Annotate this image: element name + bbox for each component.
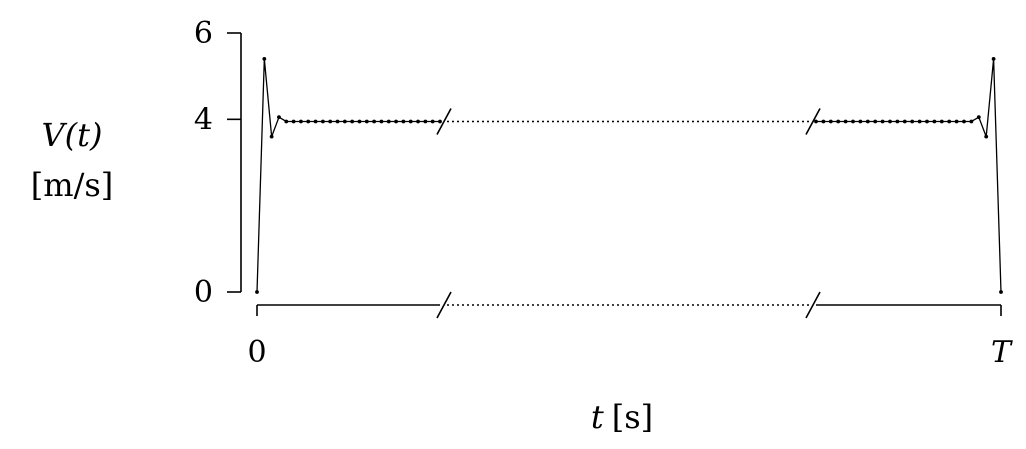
y-axis: [227, 32, 242, 293]
data-point-start-22: [416, 119, 420, 124]
data-point-end-6: [858, 119, 863, 124]
data-point-start-13: [350, 119, 355, 124]
data-point-start-7: [306, 119, 311, 124]
data-point-end-12: [902, 119, 907, 124]
data-point-start-23: [423, 119, 428, 124]
y-axis-unit: [m/s]: [31, 166, 114, 204]
data-point-end-13: [910, 119, 915, 124]
data-point-start-14: [357, 119, 362, 124]
data-point-end-19: [954, 119, 959, 124]
data-point-end-1: [821, 119, 826, 124]
y-tick-label-0: 0: [194, 275, 213, 310]
data-point-start-6: [299, 119, 303, 124]
data-point-end-20: [962, 119, 966, 124]
data-point-start-3: [277, 115, 281, 120]
x-tick-label-start: 0: [247, 335, 266, 370]
series-break-mark-left: [436, 108, 452, 135]
data-point-start-15: [364, 119, 369, 124]
data-point-end-18: [947, 119, 952, 124]
data-point-end-11: [895, 119, 900, 124]
data-point-start-25: [438, 119, 442, 124]
data-point-end-0: [814, 119, 818, 124]
x-axis-label-unit: [s]: [612, 398, 653, 436]
data-point-end-8: [873, 119, 878, 124]
x-axis-break-mark-left: [436, 291, 452, 319]
data-point-end-10: [888, 119, 892, 124]
data-point-end-25: [999, 290, 1003, 294]
data-point-start-8: [313, 119, 318, 124]
series-v: [255, 57, 1003, 294]
data-point-end-4: [843, 119, 848, 124]
data-point-start-21: [408, 119, 413, 124]
data-point-start-17: [379, 119, 384, 124]
data-point-end-16: [932, 119, 937, 124]
data-point-end-5: [851, 119, 855, 124]
data-point-start-0: [255, 290, 259, 294]
data-point-start-18: [386, 119, 391, 124]
y-axis-label: V(t): [42, 116, 103, 154]
data-point-end-14: [917, 119, 922, 124]
y-axis-label-main: V(t): [42, 116, 103, 154]
data-point-start-16: [372, 119, 377, 124]
data-point-end-17: [939, 119, 944, 124]
data-point-end-15: [925, 119, 929, 124]
data-point-start-24: [430, 119, 435, 124]
data-point-end-3: [836, 119, 841, 124]
data-point-start-10: [328, 119, 333, 124]
x-axis-label: t[s]: [591, 398, 653, 436]
series-break-mark-right: [805, 108, 821, 135]
data-point-start-1: [262, 57, 267, 61]
y-tick-label-6: 6: [194, 16, 213, 51]
data-point-end-2: [828, 119, 833, 124]
x-axis-label-var: t: [591, 398, 604, 436]
data-point-start-12: [342, 119, 347, 124]
x-axis: [256, 291, 1002, 319]
data-point-end-23: [984, 134, 989, 139]
data-point-end-21: [969, 119, 974, 124]
data-point-end-9: [880, 119, 885, 124]
data-point-start-4: [284, 119, 289, 124]
data-point-start-20: [401, 119, 406, 124]
data-point-end-7: [865, 119, 870, 124]
data-point-end-22: [976, 115, 981, 120]
x-axis-break-mark-right: [805, 291, 821, 319]
y-tick-label-4: 4: [194, 102, 213, 137]
data-point-end-24: [991, 57, 996, 61]
x-tick-label-end: T: [991, 335, 1013, 370]
series-line-start: [256, 58, 440, 293]
series-line-end: [816, 58, 1002, 293]
data-point-start-2: [269, 134, 274, 139]
data-point-start-19: [394, 119, 398, 124]
data-point-start-11: [335, 119, 340, 124]
data-point-start-9: [320, 119, 325, 124]
data-point-start-5: [291, 119, 296, 124]
